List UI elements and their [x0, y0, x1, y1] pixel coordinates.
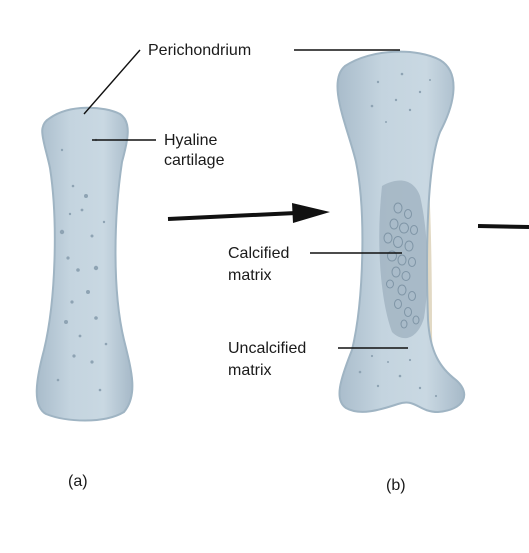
progression-arrow [167, 203, 330, 223]
hyaline-cartilage-callout: Hyaline cartilage [92, 132, 225, 169]
cartilage-cells-b [358, 72, 438, 398]
calcified-matrix-callout: Calcified matrix [228, 245, 402, 284]
cartilage-model-a [35, 106, 134, 422]
uncalcified-matrix-label-line1: Uncalcified [228, 340, 306, 357]
next-stage-arrow-stub [477, 224, 529, 229]
cartilage-model-a-body [35, 106, 134, 422]
calcified-matrix-label-line1: Calcified [228, 245, 289, 262]
panel-label-a: (a) [68, 473, 88, 490]
cartilage-cells-a [56, 138, 108, 392]
calcified-matrix-label-line2: matrix [228, 267, 272, 284]
cartilage-model-b [336, 50, 466, 414]
uncalcified-matrix-callout: Uncalcified matrix [228, 340, 408, 379]
uncalcified-matrix-label-line2: matrix [228, 362, 272, 379]
hyaline-cartilage-label-line1: Hyaline [164, 132, 217, 149]
panel-label-b: (b) [386, 477, 406, 494]
hyaline-cartilage-label-line2: cartilage [164, 152, 225, 169]
perichondrium-leader-a [83, 49, 141, 115]
calcified-nodules [383, 202, 420, 329]
perichondrium-label: Perichondrium [148, 42, 251, 59]
perichondrium-callout: Perichondrium [83, 42, 400, 115]
